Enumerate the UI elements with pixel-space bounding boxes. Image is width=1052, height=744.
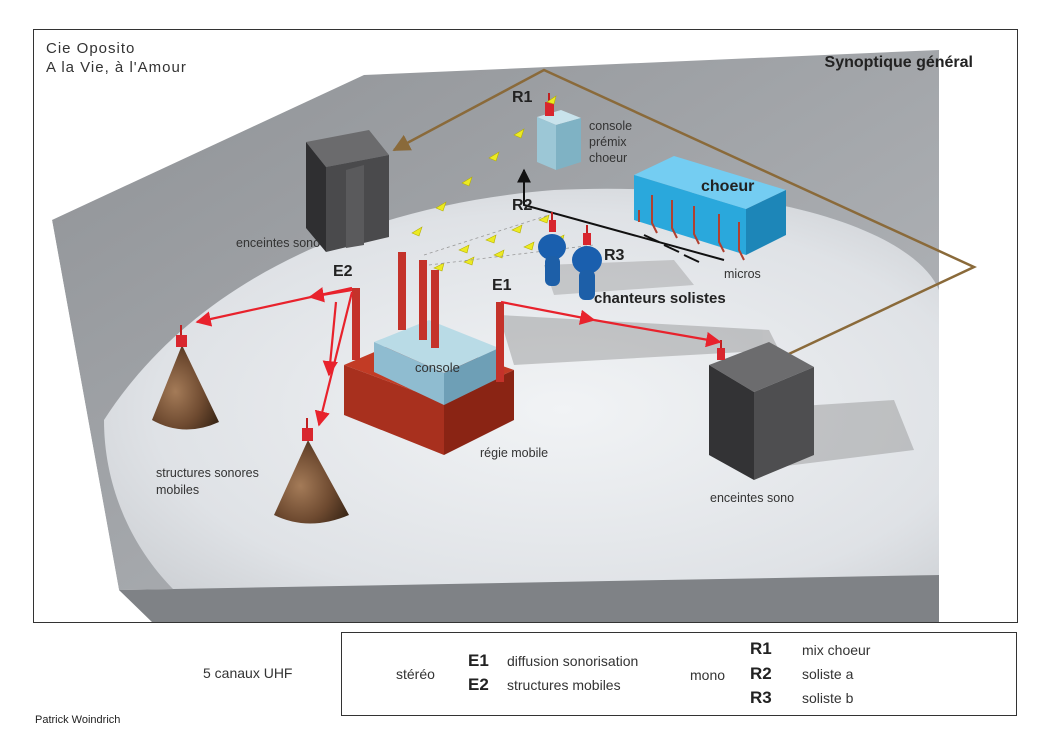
r3-label: R3 <box>604 247 625 264</box>
console-premix <box>537 93 581 170</box>
company-name: Cie Oposito <box>46 40 136 57</box>
diagram-title: Synoptique général <box>824 54 973 71</box>
author-credit: Patrick Woindrich <box>35 714 121 726</box>
console-label: console <box>415 360 460 375</box>
r1-label: R1 <box>512 89 533 106</box>
return-wire <box>392 68 977 362</box>
legend-code-r2: R2 <box>750 664 772 683</box>
legend-desc-r2: soliste a <box>802 666 854 682</box>
console-premix-label-3: choeur <box>589 151 627 165</box>
legend-box: stéréo E1 diffusion sonorisation E2 stru… <box>341 632 1017 716</box>
legend-desc-e2: structures mobiles <box>507 677 621 693</box>
legend-mono-label: mono <box>690 667 726 683</box>
r2-label: R2 <box>512 197 533 214</box>
rf-links-red <box>195 286 722 427</box>
legend-desc-r1: mix choeur <box>802 642 871 658</box>
legend-code-r1: R1 <box>750 639 772 658</box>
legend-desc-e1: diffusion sonorisation <box>507 653 639 669</box>
mic-lines <box>643 234 700 263</box>
rf-links-yellow <box>411 95 565 272</box>
e2-label: E2 <box>333 263 353 280</box>
enceintes-right-label: enceintes sono <box>710 491 794 505</box>
speaker-right <box>709 340 814 480</box>
console-premix-label-1: console <box>589 119 632 133</box>
legend-desc-r3: soliste b <box>802 690 854 706</box>
stage-floor <box>34 50 939 622</box>
legend-code-e1: E1 <box>468 651 489 670</box>
legend-code-r3: R3 <box>750 688 772 707</box>
stage-diagram: R1 R2 R3 E1 E2 console prémix choeur cho… <box>34 50 977 622</box>
legend-stereo-label: stéréo <box>396 666 435 682</box>
chanteurs-label: chanteurs solistes <box>594 290 726 307</box>
cone-left <box>152 325 219 430</box>
channels-label: 5 canaux UHF <box>203 665 293 681</box>
singer-a <box>538 212 566 286</box>
regie-mobile <box>344 252 514 455</box>
choeur-box <box>634 156 786 261</box>
legend-code-e2: E2 <box>468 675 489 694</box>
micros-label: micros <box>724 267 761 281</box>
show-title: A la Vie, à l'Amour <box>46 59 187 76</box>
console-premix-label-2: prémix <box>589 135 627 149</box>
speaker-left <box>306 130 389 252</box>
structures-label-1: structures sonores <box>156 466 259 480</box>
cone-center <box>274 418 349 524</box>
enceintes-left-label: enceintes sono <box>236 236 320 250</box>
rf-dash <box>423 214 595 266</box>
diagram-frame: R1 R2 R3 E1 E2 console prémix choeur cho… <box>33 29 1018 623</box>
choeur-label: choeur <box>701 178 754 195</box>
e1-label: E1 <box>492 277 512 294</box>
singer-b <box>572 225 602 300</box>
regie-mobile-label: régie mobile <box>480 446 548 460</box>
structures-label-2: mobiles <box>156 483 199 497</box>
